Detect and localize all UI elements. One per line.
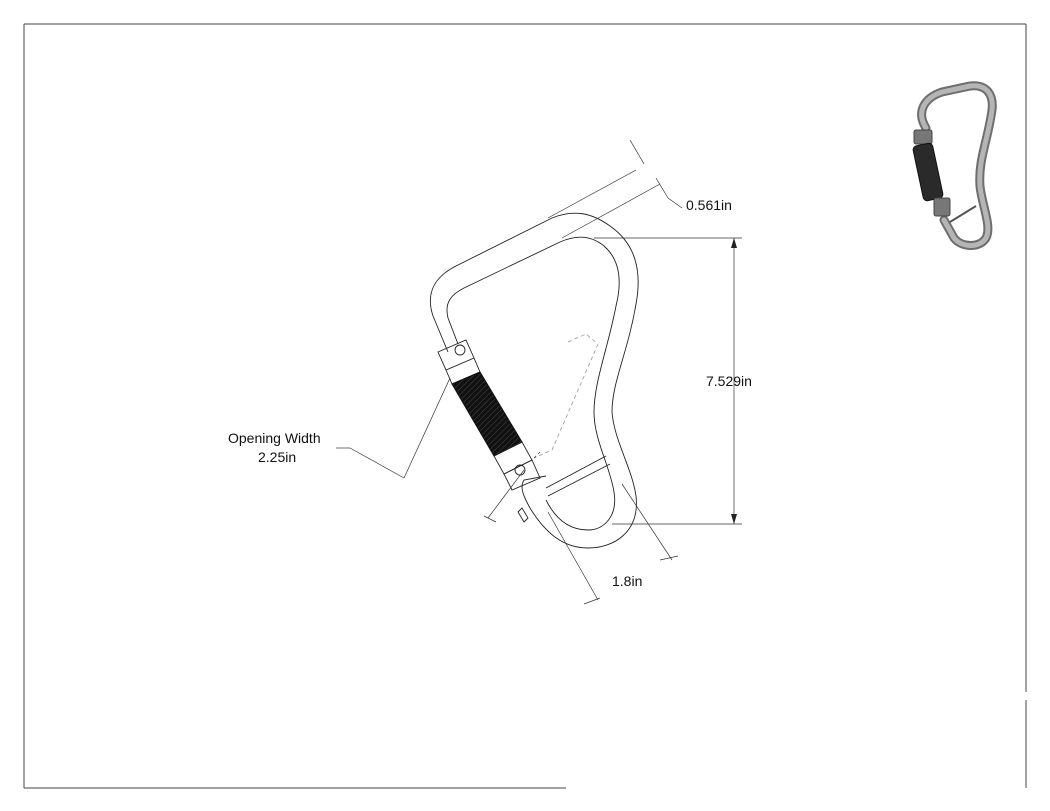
gate-open-ghost <box>533 333 599 459</box>
carabiner-drawing-icon <box>429 212 639 549</box>
sheet-border <box>23 23 1027 789</box>
gate-bottom-collar <box>493 441 541 523</box>
gate-clearance-label: 1.8in <box>612 573 642 589</box>
thickness-label: 0.561in <box>686 197 732 213</box>
length-label: 7.529in <box>706 373 752 389</box>
carabiner-thumbnail-icon <box>912 81 997 250</box>
thickness-dimension <box>547 139 683 239</box>
opening-width-value: 2.25in <box>258 449 296 465</box>
locking-sleeve <box>451 371 523 457</box>
length-dimension <box>594 237 742 525</box>
gate-clearance-dimension <box>547 483 679 605</box>
keeper-bar <box>545 455 611 497</box>
opening-width-title: Opening Width <box>228 430 321 446</box>
opening-width-dimension <box>336 377 525 523</box>
